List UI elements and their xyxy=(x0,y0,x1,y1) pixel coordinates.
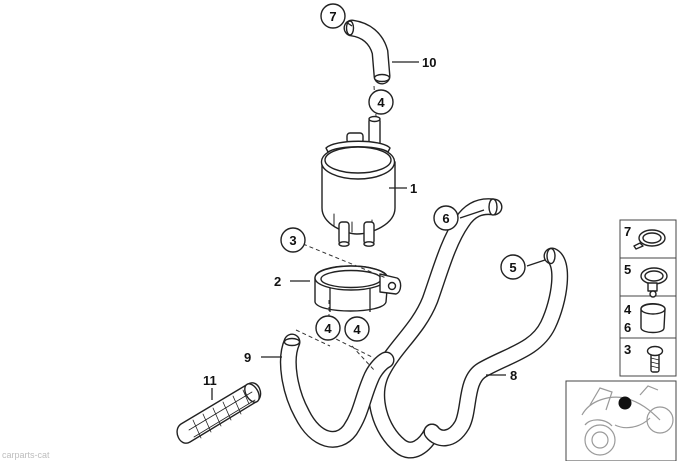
label-10: 10 xyxy=(422,55,436,70)
label-11: 11 xyxy=(203,373,217,388)
hose-10 xyxy=(343,19,391,85)
filter-bracket xyxy=(314,265,402,312)
location-marker xyxy=(618,396,632,410)
callout-4-right-text: 4 xyxy=(353,322,361,337)
callout-4-right: 4 xyxy=(344,316,370,342)
motorcycle-location-thumbnail xyxy=(565,380,677,461)
callout-7-text: 7 xyxy=(329,9,336,24)
legend-item-5: 5 xyxy=(624,262,631,277)
callout-4-left: 4 xyxy=(315,315,341,341)
legend-item-6: 6 xyxy=(624,320,631,335)
legend-item-7: 7 xyxy=(624,224,631,239)
label-9: 9 xyxy=(244,350,251,365)
label-2: 2 xyxy=(274,274,281,289)
hose-9 xyxy=(279,333,395,448)
hose-8 xyxy=(423,247,569,447)
callout-5-text: 5 xyxy=(509,260,516,275)
spring-clamp-icon xyxy=(640,267,668,298)
callout-4-top-text: 4 xyxy=(377,95,385,110)
screw-icon xyxy=(646,345,664,373)
label-1: 1 xyxy=(410,181,417,196)
leader-lines xyxy=(211,21,546,400)
legend-item-4: 4 xyxy=(624,302,632,317)
protective-sleeve xyxy=(176,382,262,444)
watermark-text: carparts-cat xyxy=(2,450,50,460)
motorcycle-icon xyxy=(581,385,674,456)
callout-4-top: 4 xyxy=(368,89,394,115)
legend-item-3: 3 xyxy=(624,342,631,357)
callout-6: 6 xyxy=(433,205,459,231)
callout-6-text: 6 xyxy=(442,211,449,226)
callout-3-text: 3 xyxy=(289,233,296,248)
label-8: 8 xyxy=(510,368,517,383)
callout-5: 5 xyxy=(500,254,526,280)
callout-3: 3 xyxy=(280,227,306,253)
hose-6 xyxy=(368,198,503,459)
callout-4-left-text: 4 xyxy=(324,321,332,336)
hose-clamp-icon xyxy=(633,229,666,250)
callout-7: 7 xyxy=(320,3,346,29)
fuel-filter xyxy=(320,115,396,247)
hose-clip-icon xyxy=(640,303,666,334)
legend-panel: 7 5 4 6 3 xyxy=(619,219,677,377)
